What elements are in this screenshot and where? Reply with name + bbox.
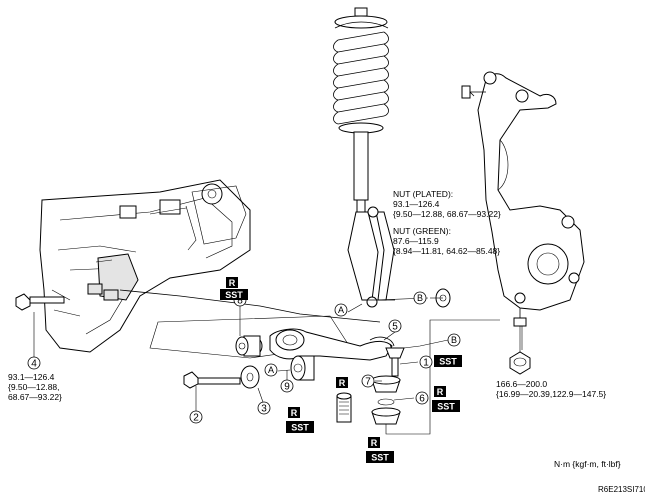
callout-4: 4: [27, 356, 41, 370]
callout-3: 3: [257, 401, 271, 415]
badge-group-9: R SST: [286, 407, 314, 433]
svg-text:R: R: [229, 278, 236, 288]
bolt-2: [183, 371, 241, 389]
svg-text:A: A: [268, 365, 274, 375]
svg-text:4: 4: [31, 359, 37, 370]
lower-control-arm: [119, 289, 397, 363]
knuckle-nut: [509, 326, 531, 375]
svg-text:5: 5: [392, 322, 398, 333]
spec-nut-green: NUT (GREEN): 87.6—115.9 {8.94—11.81, 64.…: [393, 226, 500, 256]
letter-callout-a-lower: A: [264, 363, 278, 377]
callout-7: 7: [361, 374, 375, 388]
spec-knuckle-nut: 166.6—200.0 {16.99—20.39,122.9—147.5}: [496, 379, 606, 399]
front-crossmember: [39, 179, 251, 353]
svg-text:93.1—126.4: 93.1—126.4: [8, 372, 55, 382]
letter-callout-b-lower: B: [447, 333, 461, 347]
svg-text:{16.99—20.39,122.9—147.5}: {16.99—20.39,122.9—147.5}: [496, 389, 606, 399]
svg-text:NUT (GREEN):: NUT (GREEN):: [393, 226, 451, 236]
clip-6: [377, 398, 395, 406]
spec-nut-plated: NUT (PLATED): 93.1—126.4 {9.50—12.88, 68…: [393, 189, 501, 219]
svg-text:B: B: [451, 335, 457, 345]
washer-3: [240, 365, 260, 389]
svg-text:166.6—200.0: 166.6—200.0: [496, 379, 547, 389]
badge-group-6: R SST: [432, 386, 460, 412]
svg-text:87.6—115.9: 87.6—115.9: [393, 236, 439, 246]
letter-callout-a-upper: A: [334, 303, 348, 317]
svg-text:SST: SST: [437, 402, 455, 412]
callout-5: 5: [388, 319, 402, 333]
svg-text:B: B: [417, 293, 423, 303]
svg-text:1: 1: [423, 358, 429, 369]
steering-knuckle: [461, 71, 585, 327]
boot-7: [371, 375, 401, 393]
units-label: N·m {kgf·m, ft·lbf}: [554, 459, 621, 469]
svg-text:6: 6: [419, 394, 425, 405]
svg-text:A: A: [338, 305, 344, 315]
svg-text:SST: SST: [225, 290, 243, 300]
svg-text:R: R: [339, 378, 346, 388]
badge-r-tool: R: [336, 377, 348, 388]
crossmember-bolt: [15, 293, 65, 311]
svg-text:7: 7: [365, 377, 371, 388]
svg-text:8: 8: [237, 296, 243, 307]
callout-9: 9: [280, 379, 294, 393]
ball-joint-1: [385, 347, 405, 377]
svg-text:93.1—126.4: 93.1—126.4: [393, 199, 440, 209]
svg-text:2: 2: [193, 413, 199, 424]
bushing-9: [290, 355, 315, 381]
svg-text:SST: SST: [291, 423, 309, 433]
svg-text:R: R: [437, 387, 444, 397]
badge-sst-1: SST: [434, 355, 462, 367]
badge-group-seal: R SST: [366, 437, 394, 463]
svg-text:9: 9: [284, 382, 290, 393]
coil-spring-strut: [333, 7, 395, 308]
svg-text:{8.94—11.81, 64.62—85.48}: {8.94—11.81, 64.62—85.48}: [393, 246, 500, 256]
svg-text:{9.50—12.88, 68.67—93.22}: {9.50—12.88, 68.67—93.22}: [393, 209, 501, 219]
special-service-tool: [336, 392, 352, 423]
spec-crossmember-bolt: 93.1—126.4 {9.50—12.88, 68.67—93.22}: [8, 372, 62, 402]
letter-callout-b-upper: B: [413, 291, 427, 305]
svg-text:68.67—93.22}: 68.67—93.22}: [8, 392, 62, 402]
figure-code: R6E213SI710: [598, 485, 645, 494]
callout-6: 6: [415, 391, 429, 405]
badge-group-8: R SST: [220, 277, 248, 300]
bushing-8: [235, 335, 263, 357]
svg-text:3: 3: [261, 404, 267, 415]
svg-text:SST: SST: [371, 453, 389, 463]
dust-seal: [371, 407, 401, 425]
svg-text:R: R: [371, 438, 378, 448]
svg-text:R: R: [291, 408, 298, 418]
callout-2: 2: [189, 410, 203, 424]
callout-1: 1: [419, 355, 433, 369]
svg-text:{9.50—12.88,: {9.50—12.88,: [8, 382, 60, 392]
svg-text:NUT (PLATED):: NUT (PLATED):: [393, 189, 453, 199]
svg-text:SST: SST: [439, 357, 457, 367]
